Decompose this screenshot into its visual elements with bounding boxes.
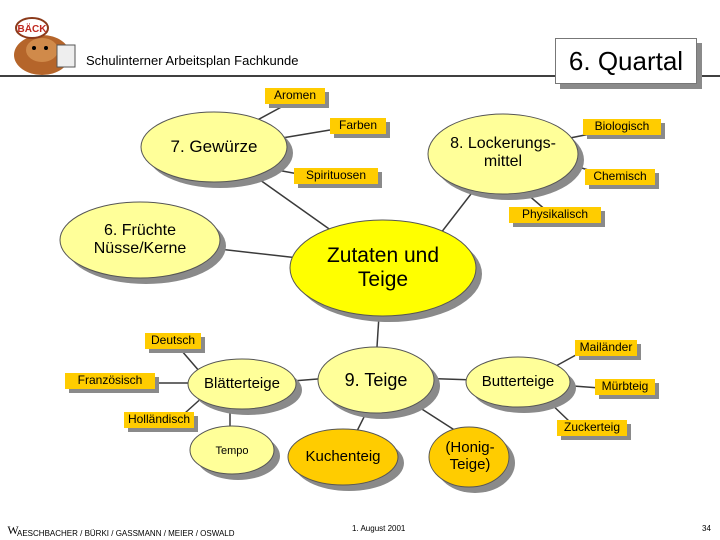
node-kuchenteig-label: Kuchenteig: [305, 448, 381, 466]
header-subtitle: Schulinterner Arbeitsplan Fachkunde: [86, 53, 299, 68]
node-tempo-label: Tempo: [215, 444, 249, 457]
footer-date: 1. August 2001: [352, 524, 406, 533]
node-center: Zutaten und Teige: [300, 235, 466, 301]
label-hollaendisch-text: Holländisch: [127, 412, 191, 427]
node-kuchenteig: Kuchenteig: [290, 446, 396, 468]
label-aromen: Aromen: [265, 88, 325, 104]
label-spirituosen-text: Spirituosen: [305, 168, 367, 183]
svg-text:W: W: [7, 523, 19, 537]
node-blaetterteige: Blätterteige: [190, 373, 294, 395]
quarter-title: 6. Quartal: [555, 38, 697, 84]
label-farben: Farben: [330, 118, 386, 134]
label-mailaender: Mailänder: [575, 340, 637, 356]
label-zuckerteig-text: Zuckerteig: [563, 420, 621, 435]
label-muerbteig-text: Mürbteig: [601, 379, 649, 394]
footer-authors: AESCHBACHER / BÜRKI / GASSMANN / MEIER /…: [17, 529, 235, 538]
label-spirituosen: Spirituosen: [294, 168, 378, 184]
node-blaetterteige-label: Blätterteige: [204, 375, 280, 393]
footer-page: 34: [702, 524, 711, 533]
node-butterteige-label: Butterteige: [481, 373, 555, 391]
node-teige-label: 9. Teige: [344, 369, 408, 390]
node-center-label: Zutaten und Teige: [326, 243, 440, 291]
node-teige: 9. Teige: [320, 366, 432, 394]
label-biologisch-text: Biologisch: [594, 119, 650, 134]
label-aromen-text: Aromen: [273, 88, 317, 103]
label-chemisch: Chemisch: [585, 169, 655, 185]
label-franzoesisch: Französisch: [65, 373, 155, 389]
label-deutsch-text: Deutsch: [150, 333, 196, 348]
label-muerbteig: Mürbteig: [595, 379, 655, 395]
node-butterteige: Butterteige: [468, 371, 568, 393]
node-tempo: Tempo: [195, 442, 269, 460]
node-gewuerze: 7. Gewürze: [146, 130, 282, 164]
svg-text:BÄCK: BÄCK: [18, 22, 48, 35]
footer-logo-icon: W: [7, 523, 19, 537]
quarter-label: 6. Quartal: [568, 45, 684, 76]
node-fruechte-label: 6. Früchte Nüsse/Kerne: [93, 221, 187, 257]
node-honigteige: (Honig-Teige): [432, 434, 508, 478]
label-zuckerteig: Zuckerteig: [557, 420, 627, 436]
label-farben-text: Farben: [338, 118, 378, 133]
node-gewuerze-label: 7. Gewürze: [170, 137, 258, 157]
node-lockerung: 8. Lockerungs-mittel: [433, 128, 573, 178]
label-chemisch-text: Chemisch: [593, 169, 647, 184]
label-hollaendisch: Holländisch: [124, 412, 194, 428]
label-mailaender-text: Mailänder: [579, 340, 633, 355]
node-fruechte: 6. Früchte Nüsse/Kerne: [70, 218, 210, 262]
node-honigteige-label: (Honig-Teige): [445, 438, 495, 473]
label-biologisch: Biologisch: [583, 119, 661, 135]
label-deutsch: Deutsch: [145, 333, 201, 349]
label-physikalisch-text: Physikalisch: [521, 207, 589, 222]
label-franzoesisch-text: Französisch: [77, 373, 143, 388]
label-physikalisch: Physikalisch: [509, 207, 601, 223]
node-lockerung-label: 8. Lockerungs-mittel: [450, 134, 556, 170]
logo-mascot: BÄCK: [14, 17, 76, 75]
